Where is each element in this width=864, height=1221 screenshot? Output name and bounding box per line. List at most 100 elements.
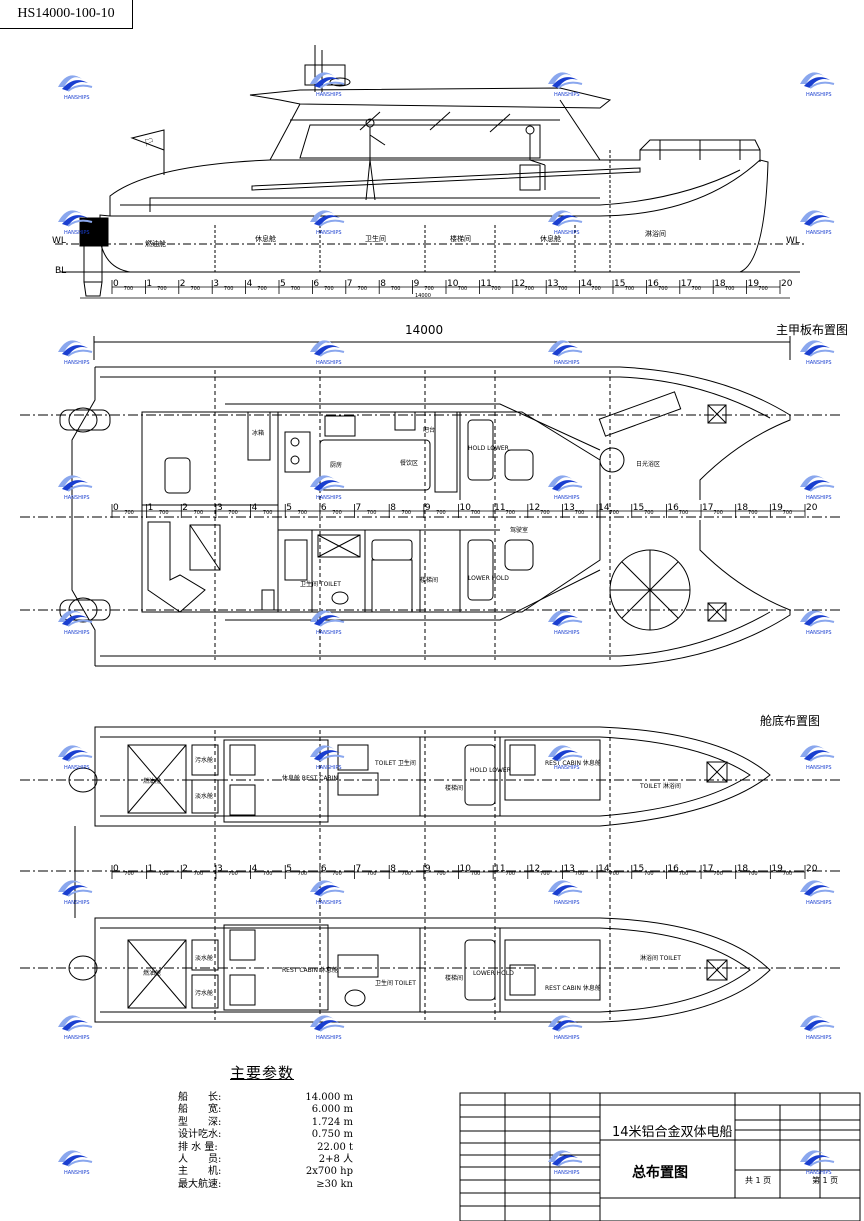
- label-rest-cabin-bottom: REST CABIN 休息舱: [282, 966, 338, 974]
- label-rest-cabin-top2: REST CABIN 休息舱: [545, 759, 601, 767]
- param-row: 人 员:2+8 人: [178, 1154, 353, 1166]
- param-label: 船 宽:: [178, 1104, 222, 1116]
- param-value: 6.000 m: [311, 1104, 353, 1116]
- label-lower-hold-bottom: LOWER HOLD: [473, 970, 514, 977]
- label-stairs-bottom: 楼梯间: [445, 974, 463, 982]
- frame-spacing-label: 700: [679, 510, 689, 516]
- frame-spacing-label: 700: [692, 286, 702, 292]
- profile-room-label: 楼梯间: [450, 234, 471, 243]
- label-lower-hold: LOWER HOLD: [468, 575, 509, 582]
- frame-number: 11: [480, 279, 491, 289]
- frame-spacing-label: 700: [436, 871, 446, 877]
- bl-label: BL: [55, 266, 66, 276]
- frame-spacing-label: 700: [159, 510, 169, 516]
- frame-number: 19: [748, 279, 760, 289]
- frame-number: 7: [356, 864, 362, 874]
- frame-spacing-label: 700: [540, 871, 550, 877]
- profile-overall-length: 14000: [415, 293, 431, 299]
- drawing-name: 总布置图: [632, 1165, 688, 1181]
- wl-right-label: WL: [786, 236, 800, 246]
- frame-number: 12: [529, 864, 540, 874]
- param-label: 型 深:: [178, 1116, 222, 1128]
- param-value: 22.00 t: [317, 1141, 353, 1153]
- label-toilet-top: TOILET 卫生间: [374, 759, 416, 767]
- frame-spacing-label: 700: [291, 286, 301, 292]
- param-label: 船 长:: [178, 1092, 222, 1103]
- frame-number: 2: [182, 864, 188, 874]
- frame-spacing-label: 700: [436, 510, 446, 516]
- frame-number: 1: [146, 279, 152, 289]
- main-params-title: 主要参数: [230, 1064, 295, 1082]
- param-value: ≥30 kn: [316, 1178, 353, 1190]
- frame-spacing-label: 700: [505, 510, 515, 516]
- param-value: 2x700 hp: [305, 1166, 353, 1178]
- param-label: 设计吃水:: [178, 1129, 222, 1141]
- frame-spacing-label: 700: [491, 286, 501, 292]
- param-label: 人 员:: [178, 1153, 222, 1165]
- label-hold-lower-top: HOLD LOWER: [470, 767, 511, 774]
- frame-number: 6: [321, 503, 327, 513]
- label-wheelhouse: 驾驶室: [510, 526, 528, 534]
- frame-spacing-label: 700: [679, 871, 689, 877]
- frame-number: 3: [213, 279, 219, 289]
- label-sewage-top: 污水舱: [195, 756, 213, 764]
- frame-number: 20: [781, 279, 793, 289]
- frame-number: 5: [286, 864, 292, 874]
- frame-number: 2: [180, 279, 186, 289]
- profile-room-label: 燃油舱: [145, 239, 166, 248]
- frame-number: 10: [447, 279, 459, 289]
- frame-number: 4: [252, 864, 258, 874]
- label-stairs-top: 楼梯间: [445, 784, 463, 792]
- param-row: 排 水 量: 22.00 t: [178, 1142, 353, 1154]
- page-count: 共 1 页: [745, 1176, 772, 1185]
- label-fuel-tank-bottom: 燃油舱: [143, 969, 161, 977]
- frame-number: 17: [702, 864, 713, 874]
- param-label: 排 水 量:: [178, 1141, 218, 1153]
- frame-spacing-label: 700: [228, 871, 238, 877]
- frame-spacing-label: 700: [358, 286, 368, 292]
- frame-number: 9: [425, 503, 431, 513]
- frame-number: 16: [667, 864, 679, 874]
- frame-number: 10: [460, 503, 472, 513]
- label-fresh-water-bottom: 淡水舱: [195, 954, 213, 962]
- param-row: 主 机: 2x700 hp: [178, 1166, 353, 1178]
- frame-spacing-label: 700: [194, 510, 204, 516]
- main-deck-title: 主甲板布置图: [776, 323, 848, 337]
- param-label: 主 机:: [178, 1166, 222, 1178]
- param-value: 0.750 m: [311, 1129, 353, 1141]
- param-row: 船 长:14.000 m: [178, 1092, 353, 1104]
- frame-number: 20: [806, 503, 818, 513]
- frame-spacing-label: 700: [625, 286, 635, 292]
- profile-view: 🏳: [55, 45, 805, 297]
- frame-number: 20: [806, 864, 818, 874]
- label-toilet: 卫生间 TOILET: [300, 580, 341, 588]
- frame-spacing-label: 700: [748, 871, 758, 877]
- frame-number: 16: [647, 279, 659, 289]
- frame-spacing-label: 700: [228, 510, 238, 516]
- frame-number: 9: [425, 864, 431, 874]
- frame-spacing-label: 700: [124, 286, 134, 292]
- frame-number: 9: [414, 279, 420, 289]
- frame-spacing-label: 700: [713, 871, 723, 877]
- frame-number: 13: [563, 864, 574, 874]
- frame-number: 2: [182, 503, 188, 513]
- frame-spacing-label: 700: [609, 871, 619, 877]
- frame-spacing-label: 700: [783, 871, 793, 877]
- frame-spacing-label: 700: [224, 286, 234, 292]
- frame-number: 12: [529, 503, 540, 513]
- frame-number: 3: [217, 864, 223, 874]
- frame-spacing-label: 700: [257, 286, 267, 292]
- frame-number: 5: [286, 503, 292, 513]
- frame-number: 4: [247, 279, 253, 289]
- frame-spacing-label: 700: [124, 871, 134, 877]
- frame-number: 18: [737, 503, 749, 513]
- frame-number: 8: [380, 279, 386, 289]
- frame-spacing-label: 700: [159, 871, 169, 877]
- frame-spacing-label: 700: [458, 286, 468, 292]
- param-value: 1.724 m: [311, 1116, 353, 1128]
- frame-spacing-label: 700: [575, 510, 585, 516]
- param-row: 最大航速:≥30 kn: [178, 1179, 353, 1191]
- frame-spacing-label: 700: [505, 871, 515, 877]
- bottom-plan-title: 舱底布置图: [760, 713, 820, 728]
